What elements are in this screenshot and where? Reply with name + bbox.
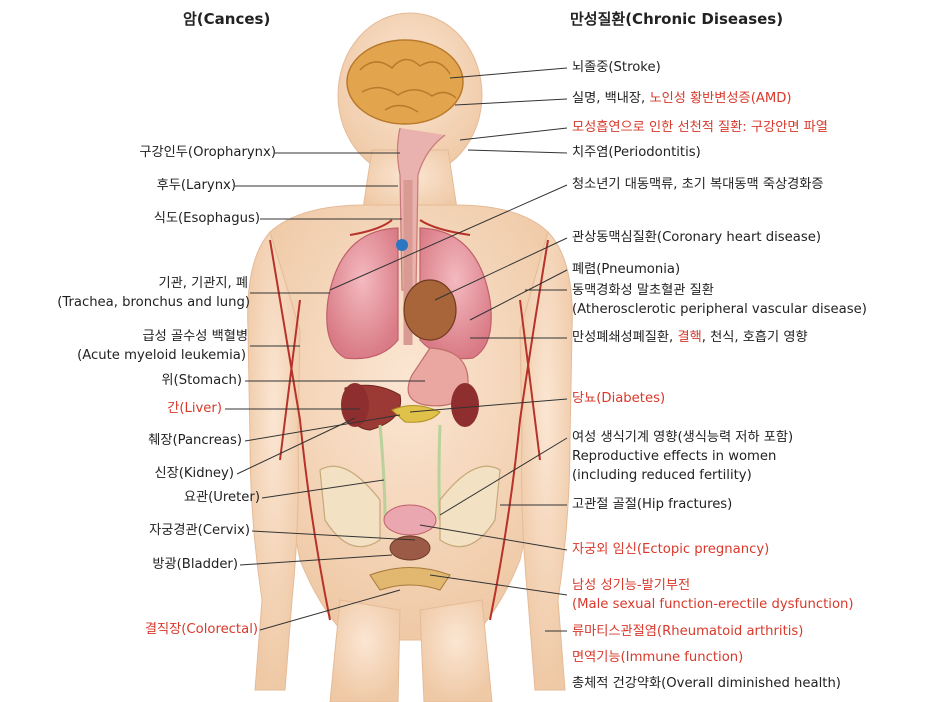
chronic-label-repro-en2: (including reduced fertility) [572,468,752,484]
cancer-label-esophagus: 식도(Esophagus) [154,211,260,227]
cancer-label-lung-ko: 기관, 기관지, 폐 [158,276,248,292]
cancer-label-kidney: 신장(Kidney) [154,466,234,482]
chronic-label-repro-en1: Reproductive effects in women [572,449,776,465]
chronic-label-pvd-ko-text: 동맥경화성 말초혈관 질환 [572,283,714,298]
brain-icon [347,40,463,124]
chronic-label-ed-en: (Male sexual function-erectile dysfuncti… [572,597,854,613]
chronic-label-diabetes: 당뇨(Diabetes) [572,391,665,407]
chronic-label-pvd-en: (Atherosclerotic peripheral vascular dis… [572,302,867,318]
chronic-label-ra: 류마티스관절염(Rheumatoid arthritis) [572,624,803,640]
chronic-label-aorta: 청소년기 대동맥류, 초기 복대동맥 죽상경화증 [572,177,823,193]
cancer-label-colorectal: 결직장(Colorectal) [145,622,258,638]
chronic-label-ed-ko-text: 남성 성기능-발기부전 [572,578,690,593]
chronic-label-eye-text: 실명, 백내장, [572,91,649,106]
chronic-label-hip: 고관절 골절(Hip fractures) [572,497,732,513]
chronic-label-ra-text: 류마티스관절염(Rheumatoid arthritis) [572,624,803,639]
cancer-label-stomach: 위(Stomach) [161,373,242,389]
cancer-label-larynx: 후두(Larynx) [157,178,236,194]
chronic-label-stroke: 뇌졸중(Stroke) [572,60,661,76]
cancer-label-bladder: 방광(Bladder) [152,557,238,573]
chronic-label-orofacial-cleft: 모성흡연으로 인한 선천적 질환: 구강안면 파열 [572,120,828,136]
chronic-label-pneumonia: 폐렴(Pneumonia) [572,262,680,278]
chronic-label-coronary-text: 관상동맥심질환(Coronary heart disease) [572,230,821,245]
cancer-label-leukemia-ko: 급성 골수성 백혈병 [143,329,248,345]
chronic-label-copd: 만성폐쇄성폐질환, 결핵, 천식, 호흡기 영향 [572,330,808,346]
chronic-label-repro-en2-text: (including reduced fertility) [572,468,752,483]
cancer-label-oropharynx: 구강인두(Oropharynx) [139,145,276,161]
cancer-label-lung-en: (Trachea, bronchus and lung) [57,295,250,311]
chronic-label-overall-text: 총체적 건강약화(Overall diminished health) [572,676,841,691]
chronic-label-repro-ko-text: 여성 생식기계 영향(생식능력 저하 포함) [572,430,793,445]
chronic-label-amd: 노인성 황반변성증(AMD) [649,91,791,106]
chronic-label-stroke-text: 뇌졸중(Stroke) [572,60,661,75]
chronic-label-pvd-ko: 동맥경화성 말초혈관 질환 [572,283,714,299]
chronic-label-orofacial-cleft-text: 모성흡연으로 인한 선천적 질환: 구강안면 파열 [572,120,828,135]
chronic-label-eye: 실명, 백내장, 노인성 황반변성증(AMD) [572,91,792,107]
chronic-label-ed-en-text: (Male sexual function-erectile dysfuncti… [572,597,854,612]
chronic-header: 만성질환(Chronic Diseases) [570,8,783,29]
cancer-label-liver: 간(Liver) [167,401,222,417]
cancer-label-cervix: 자궁경관(Cervix) [149,523,250,539]
chronic-label-copd-a: 만성폐쇄성폐질환, [572,330,677,345]
chronic-label-diabetes-text: 당뇨(Diabetes) [572,391,665,406]
chronic-label-overall: 총체적 건강약화(Overall diminished health) [572,676,841,692]
chronic-label-ectopic-text: 자궁외 임신(Ectopic pregnancy) [572,542,769,557]
cancer-label-ureter: 요관(Ureter) [184,490,260,506]
cancer-label-leukemia-en: (Acute myeloid leukemia) [77,348,246,364]
chronic-label-periodontitis: 치주염(Periodontitis) [572,145,701,161]
chronic-label-periodontitis-text: 치주염(Periodontitis) [572,145,701,160]
cancer-header: 암(Cances) [183,8,270,29]
chronic-label-copd-b: , 천식, 호흡기 영향 [702,330,808,345]
chronic-label-tb: 결핵 [677,330,701,345]
chronic-label-pneumonia-text: 폐렴(Pneumonia) [572,262,680,277]
chronic-label-ed-ko: 남성 성기능-발기부전 [572,578,690,594]
chronic-label-immune: 면역기능(Immune function) [572,650,743,666]
cancer-label-pancreas: 췌장(Pancreas) [148,433,242,449]
chronic-label-repro-ko: 여성 생식기계 영향(생식능력 저하 포함) [572,430,793,446]
chronic-label-hip-text: 고관절 골절(Hip fractures) [572,497,732,512]
chronic-label-ectopic: 자궁외 임신(Ectopic pregnancy) [572,542,769,558]
chronic-label-aorta-text: 청소년기 대동맥류, 초기 복대동맥 죽상경화증 [572,177,823,192]
chronic-label-immune-text: 면역기능(Immune function) [572,650,743,665]
chronic-label-coronary: 관상동맥심질환(Coronary heart disease) [572,230,821,246]
chronic-label-pvd-en-text: (Atherosclerotic peripheral vascular dis… [572,302,867,317]
chronic-label-repro-en1-text: Reproductive effects in women [572,449,776,464]
